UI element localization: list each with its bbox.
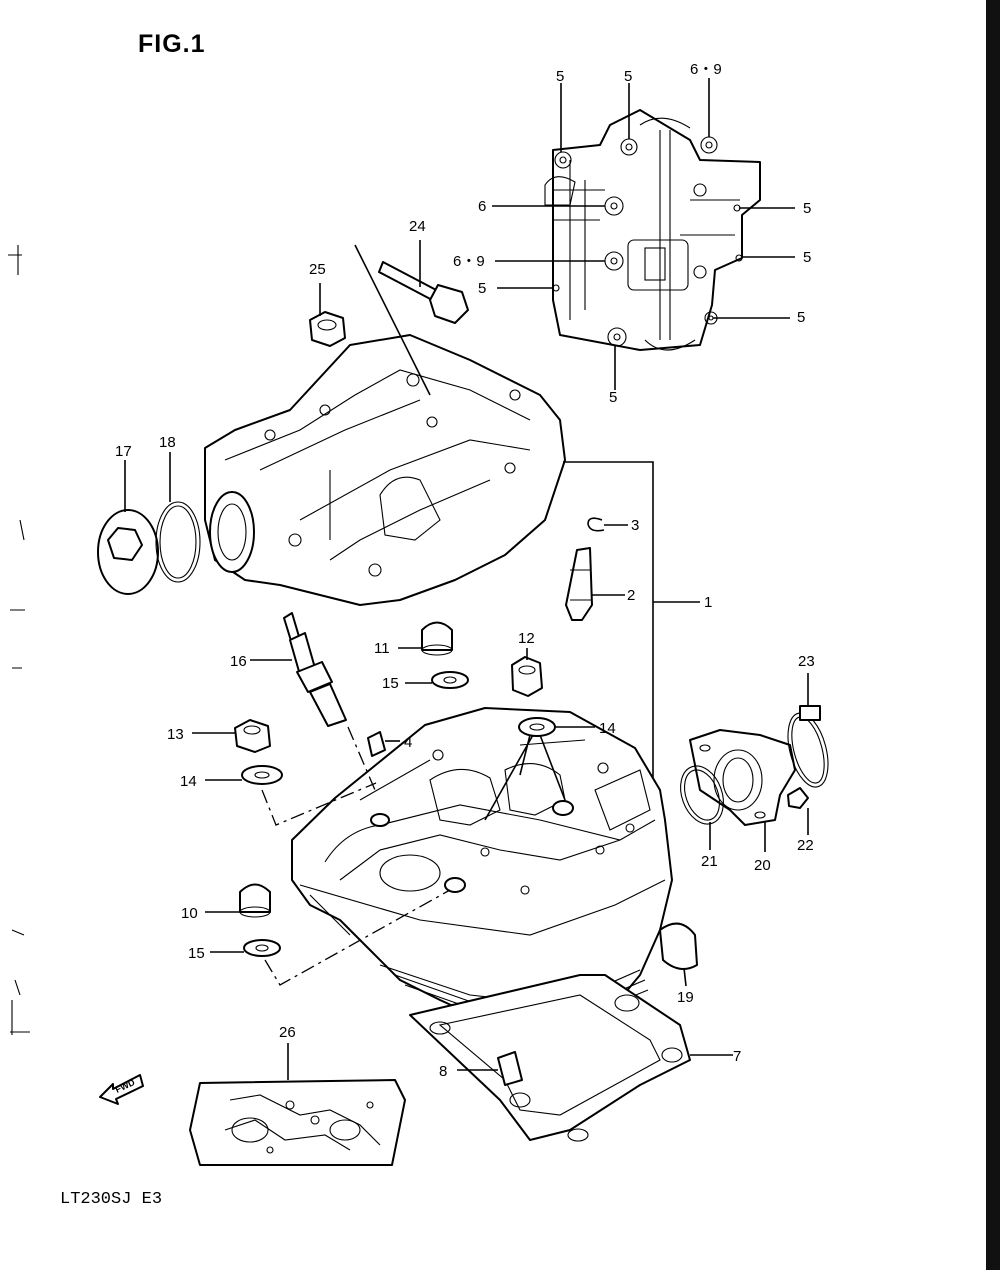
callout-6-9a: 6・9 (690, 61, 722, 78)
callout-16: 16 (230, 653, 247, 670)
model-code: LT230SJ E3 (60, 1190, 163, 1209)
cylinder-head (291, 707, 673, 1031)
callout-1: 1 (704, 594, 712, 611)
callout-24: 24 (409, 218, 426, 235)
plug-19 (659, 922, 698, 987)
callout-5e: 5 (803, 249, 811, 266)
o-ring-18 (155, 452, 201, 583)
washer-15b (210, 939, 281, 957)
cylinder-head-cover (204, 244, 566, 606)
nut-25 (309, 283, 346, 347)
dowel-4 (367, 731, 400, 757)
callout-5f: 5 (478, 280, 486, 297)
bolt-24 (378, 240, 469, 324)
washer-14b (484, 717, 595, 821)
cap-nut-10 (205, 883, 271, 918)
callout-6: 6 (478, 198, 486, 215)
forward-arrow: FWD (99, 1074, 144, 1105)
gasket-7 (409, 974, 733, 1142)
callout-17: 17 (115, 443, 132, 460)
callout-12: 12 (518, 630, 535, 647)
callout-6-9b: 6・9 (453, 253, 485, 270)
callout-14b: 14 (180, 773, 197, 790)
cap-nut-11 (398, 621, 453, 656)
assembly-line-b (264, 889, 451, 986)
callout-10: 10 (181, 905, 198, 922)
callout-3: 3 (631, 517, 639, 534)
callout-22: 22 (797, 837, 814, 854)
callout-5b: 5 (624, 68, 632, 85)
callout-14a: 14 (599, 720, 616, 737)
callout-5h: 5 (609, 389, 617, 406)
cap-17 (97, 460, 159, 595)
figure-title: FIG.1 (138, 30, 206, 58)
callout-11: 11 (374, 640, 390, 657)
clamp-23 (787, 673, 829, 788)
scan-edge (986, 0, 1000, 1270)
washer-15a (405, 671, 469, 689)
nut-13 (192, 719, 271, 753)
gasket-set-26 (189, 1043, 406, 1166)
callout-5a: 5 (556, 68, 564, 85)
callout-13: 13 (167, 726, 184, 743)
callout-23: 23 (798, 653, 815, 670)
callout-25: 25 (309, 261, 326, 278)
nut-12 (511, 648, 543, 697)
callout-5g: 5 (797, 309, 805, 326)
washer-14a (205, 765, 283, 785)
head-cover-top-view (492, 78, 795, 390)
o-ring-21 (680, 765, 724, 850)
callout-15b: 15 (188, 945, 205, 962)
spark-plug-16 (250, 612, 347, 727)
callout-18: 18 (159, 434, 176, 451)
callout-5d: 5 (803, 200, 811, 217)
assembly-line-c (347, 726, 376, 791)
callout-19: 19 (677, 989, 694, 1006)
callout-20: 20 (754, 857, 771, 874)
circlip-3 (587, 517, 628, 532)
scan-marks (8, 245, 30, 1035)
screw-22 (787, 787, 809, 835)
callout-21: 21 (701, 853, 718, 870)
callout-15a: 15 (382, 675, 399, 692)
valve-guide-2 (565, 547, 625, 621)
callout-labels: 5 5 6・9 5 6 5 6・9 5 5 5 5 24 25 17 18 3 … (115, 61, 815, 1080)
callout-4: 4 (404, 734, 412, 751)
callout-26: 26 (279, 1024, 296, 1041)
intake-pipe-20 (689, 729, 796, 852)
bracket-1 (563, 461, 700, 800)
callout-7: 7 (733, 1048, 741, 1065)
dowel-8 (457, 1051, 523, 1086)
callout-2: 2 (627, 587, 635, 604)
assembly-line-a (261, 782, 377, 826)
callout-8: 8 (439, 1063, 447, 1080)
